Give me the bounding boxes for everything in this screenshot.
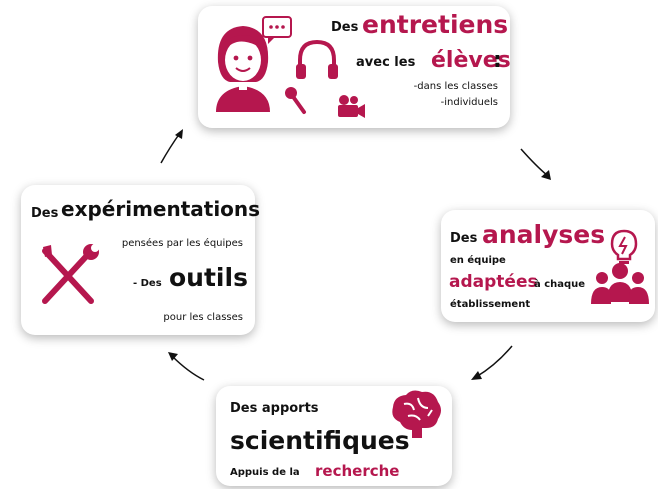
analyses-line3-suffix: à chaque [534, 279, 586, 290]
experimentations-line4: pour les classes [163, 312, 243, 323]
entretiens-prefix: Des [331, 20, 359, 35]
apports-title: scientifiques [230, 426, 410, 455]
arrow-entretiens-to-analyses [520, 148, 551, 180]
microphone-icon [285, 87, 306, 114]
entretiens-line2-suffix: : [493, 48, 502, 73]
headphones-icon [296, 39, 338, 79]
analyses-prefix: Des [450, 231, 478, 246]
experimentations-line2: pensées par les équipes [121, 238, 243, 249]
entretiens-item-2: -individuels [440, 97, 498, 108]
arrow-analyses-to-apports [471, 345, 513, 380]
entretiens-line2-prefix: avec les [356, 55, 416, 70]
experimentations-title: expérimentations [61, 197, 261, 221]
arrow-experimentations-to-entretiens [160, 129, 183, 164]
brain-icon [392, 390, 441, 438]
student-avatar-icon [216, 26, 270, 112]
apports-line1: Des apports [230, 401, 319, 416]
experimentations-line3-big: outils [169, 263, 248, 292]
speech-bubble-icon [262, 16, 292, 44]
card-apports: Des apports scientifiques Appuis de la r… [216, 386, 452, 486]
analyses-line3-big: adaptées [449, 272, 538, 292]
entretiens-item-1: -dans les classes [413, 81, 498, 92]
entretiens-title: entretiens [362, 10, 509, 39]
analyses-title: analyses [482, 220, 606, 249]
video-camera-icon [338, 95, 365, 118]
experimentations-line3-prefix: - Des [133, 278, 162, 289]
apports-line3-prefix: Appuis de la [230, 467, 300, 478]
analyses-line2: en équipe [450, 255, 506, 266]
tools-icon [42, 244, 99, 304]
card-analyses: Des analyses en équipe adaptées à chaque… [441, 210, 655, 322]
entretiens-line2-big: élèves [431, 48, 511, 73]
arrow-apports-to-experimentations [168, 352, 205, 381]
experimentations-prefix: Des [31, 206, 59, 221]
lightbulb-icon [610, 229, 638, 264]
analyses-line4: établissement [450, 299, 531, 310]
card-entretiens: Des entretiens avec les élèves : -dans l… [198, 6, 511, 128]
card-experimentations: Des expérimentations pensées par les équ… [21, 185, 260, 335]
team-icon [591, 263, 649, 304]
apports-line3-big: recherche [315, 462, 400, 480]
